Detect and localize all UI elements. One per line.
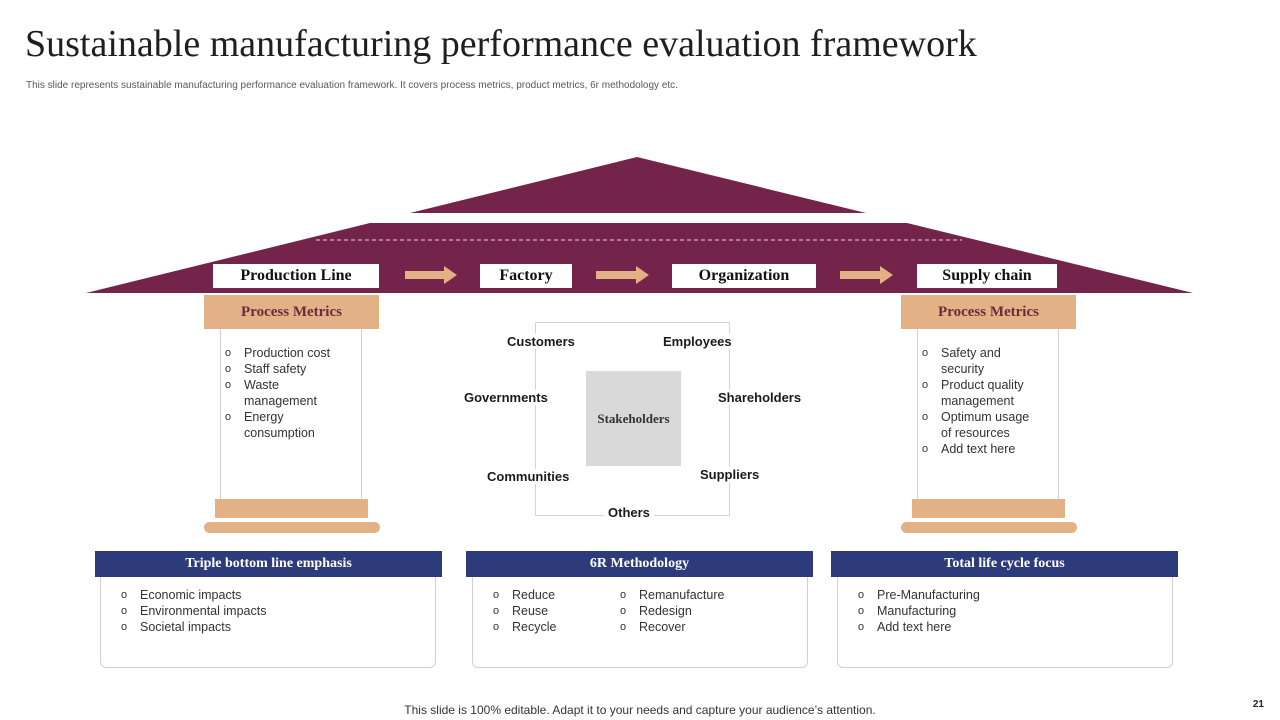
- stakeholder-others: Others: [604, 505, 654, 520]
- right-pillar-foot: [901, 522, 1077, 533]
- stakeholder-communities: Communities: [483, 469, 574, 484]
- stage-supply-chain: Supply chain: [917, 264, 1057, 288]
- stakeholder-employees: Employees: [659, 334, 736, 349]
- bullet-icon: o: [225, 363, 232, 375]
- stage-production-line: Production Line: [213, 264, 379, 288]
- bullet-icon: o: [225, 411, 232, 423]
- stakeholder-customers: Customers: [503, 334, 579, 349]
- stakeholder-governments: Governments: [460, 390, 552, 405]
- stage-arrow: [596, 266, 649, 284]
- page-number: 21: [1252, 699, 1264, 710]
- bullet-icon: o: [493, 605, 500, 617]
- bullet-icon: o: [922, 411, 929, 423]
- bullet-icon: o: [121, 621, 128, 633]
- stage-factory: Factory: [480, 264, 572, 288]
- bullet-icon: o: [225, 347, 232, 359]
- bullet-icon: o: [858, 621, 865, 633]
- card-heading-total-life-cycle: Total life cycle focus: [831, 551, 1178, 577]
- bullet-icon: o: [493, 589, 500, 601]
- left-pillar-base: [215, 499, 368, 518]
- bullet-icon: o: [121, 605, 128, 617]
- bullet-icon: o: [620, 621, 627, 633]
- stage-arrow: [840, 266, 893, 284]
- card-heading-triple-bottom-line: Triple bottom line emphasis: [95, 551, 442, 577]
- bullet-icon: o: [620, 605, 627, 617]
- bullet-icon: o: [922, 379, 929, 391]
- roof-graphic: [86, 157, 1193, 293]
- right-pillar-heading: Process Metrics: [901, 295, 1076, 329]
- bullet-icon: o: [858, 589, 865, 601]
- bullet-icon: o: [922, 347, 929, 359]
- slide-subtitle: This slide represents sustainable manufa…: [26, 80, 678, 91]
- stage-arrow: [405, 266, 457, 284]
- left-pillar-heading: Process Metrics: [204, 295, 379, 329]
- stakeholder-shareholders: Shareholders: [714, 390, 806, 405]
- stakeholder-suppliers: Suppliers: [696, 467, 764, 482]
- stakeholders-center: Stakeholders: [586, 371, 681, 466]
- bullet-icon: o: [620, 589, 627, 601]
- bullet-icon: o: [121, 589, 128, 601]
- bullet-icon: o: [858, 605, 865, 617]
- right-pillar-base: [912, 499, 1065, 518]
- bullet-icon: o: [493, 621, 500, 633]
- bullet-icon: o: [922, 443, 929, 455]
- card-heading-6r-methodology: 6R Methodology: [466, 551, 813, 577]
- roof-top-triangle: [410, 157, 866, 213]
- slide-footer: This slide is 100% editable. Adapt it to…: [404, 703, 876, 717]
- stage-organization: Organization: [672, 264, 816, 288]
- bullet-icon: o: [225, 379, 232, 391]
- slide-title: Sustainable manufacturing performance ev…: [25, 23, 977, 65]
- left-pillar-foot: [204, 522, 380, 533]
